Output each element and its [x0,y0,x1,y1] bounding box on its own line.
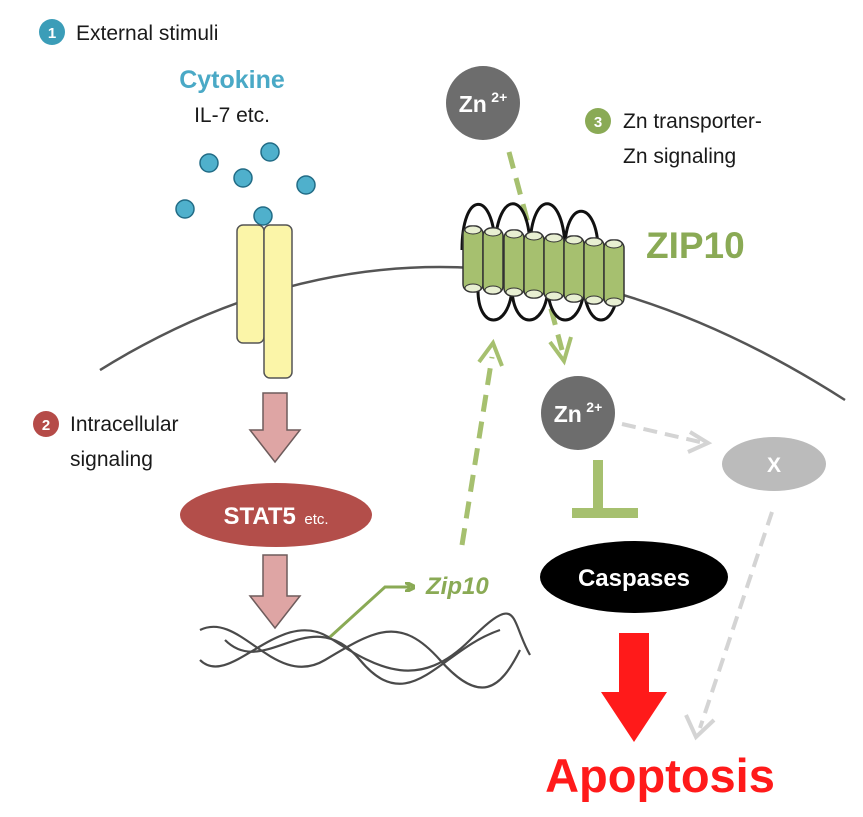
receptor-chain-right [263,224,293,379]
x-node-label: X [767,454,781,477]
transcription-signal-arrow [248,554,302,630]
zip10-transcription-arrow [328,587,410,639]
intracellular-signal-arrow [248,392,302,464]
stat5-name: STAT5 [223,503,295,530]
receptor-chain-left [236,224,265,344]
extracellular-zinc-label: Zn 2+ [459,89,508,117]
zip10-helix-5 [543,233,565,301]
intracellular-zinc-node [541,376,615,450]
cytokine-dot [296,175,316,195]
x-to-apoptosis-arrow [698,511,774,729]
cytokine-dot [175,199,195,219]
zip10-helix-base-5 [545,291,563,301]
zip10-helix-base-6 [565,293,583,303]
intracellular-zinc-label: Zn 2+ [554,399,603,427]
zinc-to-x-arrow [621,422,701,444]
zip10-helix-base-2 [484,285,502,295]
zip10-helix-cap-8 [605,239,623,249]
caspases-node [540,541,728,613]
cytokine-dot [199,153,219,173]
zip10-outer-loops [460,202,600,251]
zip10-helix-4 [523,231,545,299]
step2-number-badge [33,411,59,437]
zip10-helix-base-7 [585,295,603,305]
cytokine-example-label: IL-7 etc. [194,104,270,127]
cytokine-dot [233,168,253,188]
zip10-helix-6 [563,235,585,303]
x-node [722,437,826,491]
zip10-helix-cap-6 [565,235,583,245]
zip10-helix-cap-7 [585,237,603,247]
zip10-helix-base-4 [525,289,543,299]
step1-header: 1 External stimuli [39,19,218,45]
zip10-helix-1 [462,225,484,293]
zip10-helix-cap-3 [505,229,523,239]
zip10-helix-cap-2 [484,227,502,237]
dna-strand-1 [199,625,521,689]
dna-strand-3 [224,628,501,685]
step2-header: 2 Intracellular signaling [33,411,179,471]
apoptosis-label: Apoptosis [545,749,775,802]
step3-number: 3 [594,114,602,131]
cytokine-receptor [236,224,293,379]
zinc-influx-arrow [506,151,565,351]
zip10-helix-8 [603,239,625,307]
step2-title-line1: Intracellular [70,413,179,436]
dna-strands [199,612,531,689]
zip10-helix-base-8 [605,297,623,307]
step1-title: External stimuli [76,22,218,45]
zip10-expression-arrow [459,356,495,546]
step1-number: 1 [48,25,56,42]
zip10-helix-base-1 [464,283,482,293]
zinc-to-x-arrowhead [687,430,713,454]
stat5-label: STAT5 etc. [223,503,328,530]
zip10-helix-cap-1 [464,225,482,235]
step3-number-badge [585,108,611,134]
zinc-charge: 2+ [491,89,507,105]
zinc-symbol: Zn [554,401,582,427]
cytokine-molecules [175,142,316,226]
stat5-suffix: etc. [304,511,328,528]
caspases-label: Caspases [578,565,690,592]
step2-title-line2: signaling [70,448,153,471]
zinc-symbol: Zn [459,91,487,117]
step3-title-line2: Zn signaling [623,145,736,168]
zip10-helix-base-3 [505,287,523,297]
extracellular-zinc-node [446,66,520,140]
cytokine-dot [253,206,273,226]
zip10-transporter [460,202,625,322]
stat5-node [180,483,372,547]
caspases-to-apoptosis-arrow [601,633,667,742]
zip10-protein-label: ZIP10 [646,225,745,266]
zip10-inner-loops [476,289,620,322]
x-to-apoptosis-arrowhead [684,714,716,741]
zip10-helix-cap-5 [545,233,563,243]
zinc-charge: 2+ [586,399,602,415]
cytokine-dot [260,142,280,162]
zip10-expression-arrowhead [477,338,504,367]
zip10-helix-2 [482,227,504,295]
step3-title-line1: Zn transporter- [623,110,762,133]
zinc-influx-arrowhead [548,336,573,366]
cytokine-label: Cytokine [179,66,285,94]
step3-header: 3 Zn transporter- Zn signaling [585,108,762,168]
zip10-helix-3 [503,229,525,297]
step2-number: 2 [42,417,50,434]
zip10-helix-cap-4 [525,231,543,241]
zip10-helix-7 [583,237,605,305]
step1-number-badge [39,19,65,45]
zip10-gene-label: Zip10 [425,573,489,600]
